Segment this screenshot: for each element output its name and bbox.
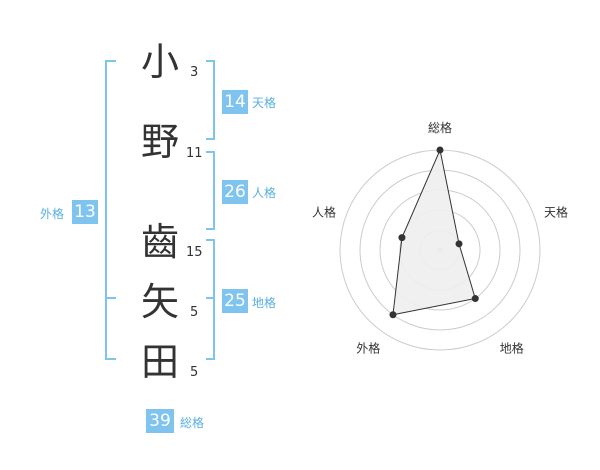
stroke-count-5: 5 — [190, 365, 199, 380]
radar-point-3 — [471, 295, 479, 303]
gaikaku-value: 13 — [72, 200, 98, 224]
name-char-4: 矢 — [140, 280, 179, 324]
radar-point-1 — [436, 146, 444, 154]
jinkaku-bracket — [206, 151, 215, 230]
radar-polygon — [392, 148, 476, 316]
name-char-1: 小 — [140, 40, 179, 84]
radar-axis-label-3: 地格 — [500, 341, 524, 356]
radar-axis-label-5: 人格 — [312, 204, 336, 219]
tenkaku-label: 天格 — [252, 96, 277, 110]
soukaku-value: 39 — [146, 409, 174, 433]
radar-point-4 — [389, 311, 397, 319]
stroke-count-4: 5 — [190, 305, 199, 320]
chikaku-label: 地格 — [252, 296, 277, 310]
soukaku-label: 総格 — [180, 416, 205, 430]
radar-axis-label-4: 外格 — [356, 341, 380, 356]
radar-axis-label-2: 天格 — [544, 204, 568, 219]
radar-point-2 — [455, 240, 463, 248]
name-char-5: 田 — [140, 340, 179, 384]
gaikaku-label: 外格 — [40, 207, 65, 221]
name-char-3: 齒 — [140, 220, 179, 264]
gaikaku-bracket — [105, 60, 116, 360]
radar-axis-label-1: 総格 — [428, 120, 452, 135]
radar-point-5 — [398, 234, 406, 242]
jinkaku-label: 人格 — [252, 186, 277, 200]
chikaku-bracket — [206, 239, 215, 360]
stroke-count-3: 15 — [186, 245, 203, 260]
stroke-count-2: 11 — [186, 146, 203, 161]
jinkaku-value: 26 — [222, 180, 248, 204]
tenkaku-value: 14 — [222, 90, 248, 114]
chikaku-value: 25 — [222, 289, 248, 313]
name-char-2: 野 — [140, 120, 179, 164]
stroke-count-1: 3 — [190, 65, 199, 80]
tenkaku-bracket — [206, 60, 215, 140]
